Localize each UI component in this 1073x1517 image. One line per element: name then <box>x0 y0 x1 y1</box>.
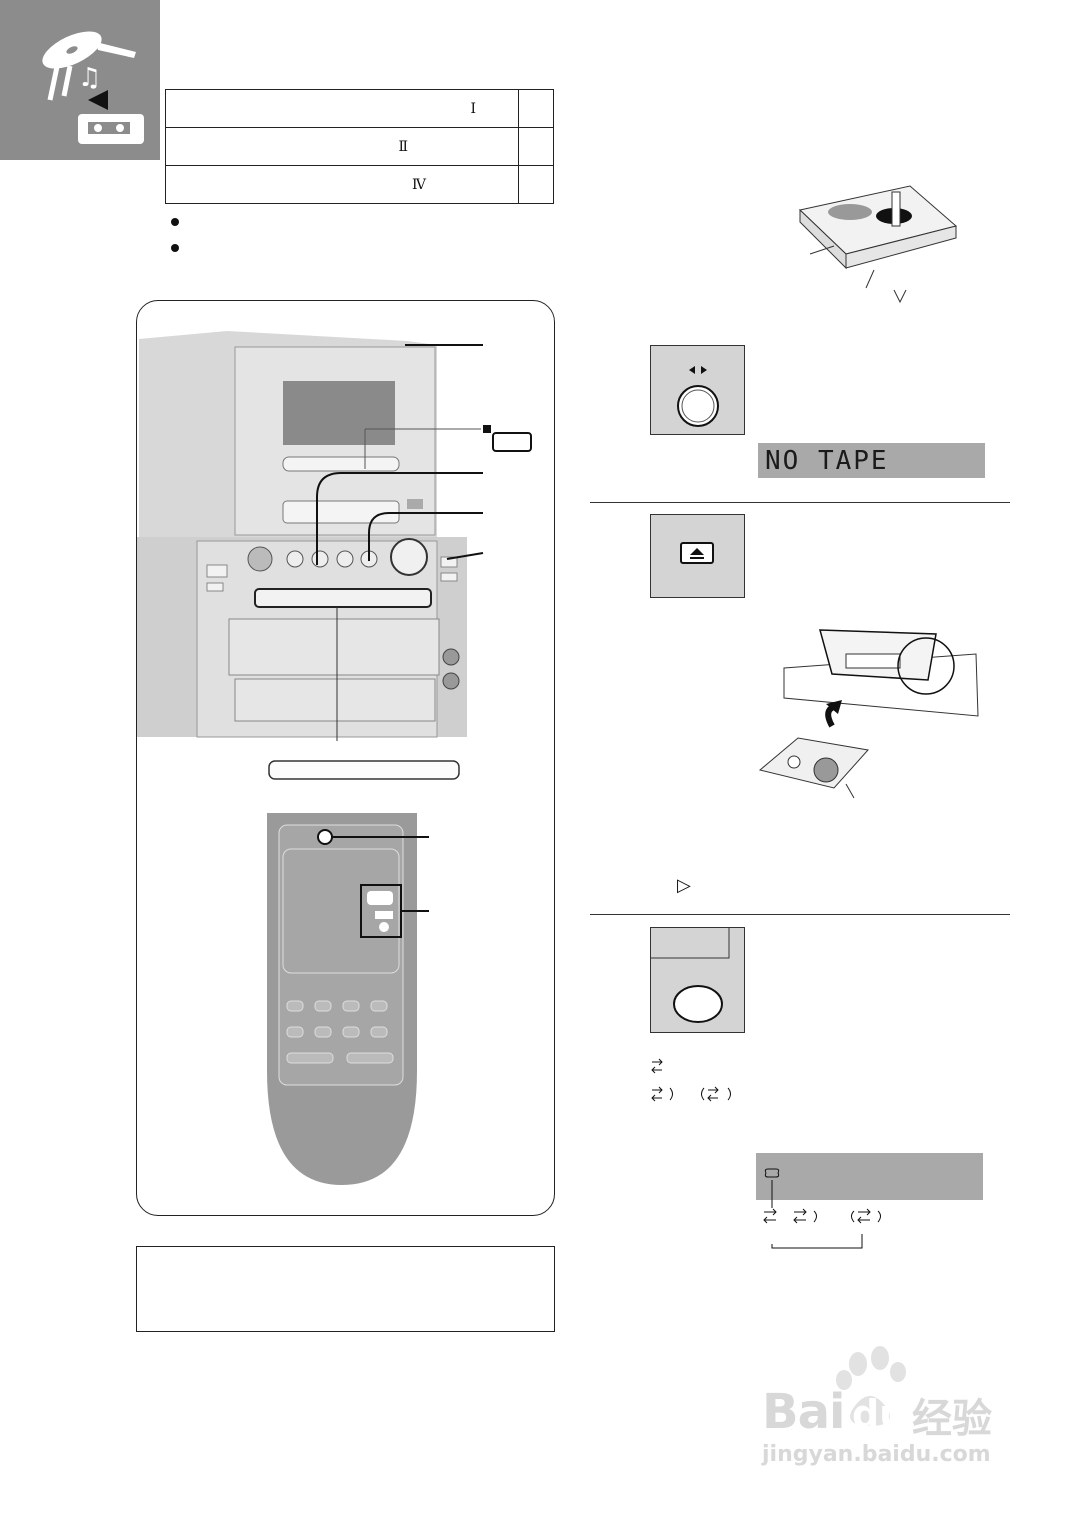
reverse-mode-icons <box>651 1058 731 1102</box>
baidu-paw-logo-icon <box>836 1346 906 1426</box>
display-reverse-mode <box>756 1153 983 1200</box>
reverse-mode-indicator-icon <box>764 1168 780 1178</box>
note-box <box>136 1246 555 1332</box>
watermark-brand: Bai <box>762 1384 845 1440</box>
table-row: Ⅳ <box>165 165 554 204</box>
bullet-point <box>171 218 179 226</box>
step-divider <box>590 502 1010 503</box>
tape-type-roman: Ⅰ <box>165 89 519 128</box>
section-corner-graphic: ♫ <box>0 0 160 160</box>
tape-type-cell <box>518 165 554 204</box>
baidu-jingyan-watermark: Bai du 经验 jingyan.baidu.com <box>760 1330 1010 1480</box>
play-button-box <box>650 345 745 435</box>
tape-type-cell <box>518 89 554 128</box>
unit-illustration-panel <box>136 300 555 1216</box>
tape-mode-button-box <box>650 927 745 1033</box>
tape-type-table: Ⅰ Ⅱ Ⅳ <box>165 89 554 204</box>
watermark-url: jingyan.baidu.com <box>762 1442 991 1467</box>
watermark-brand-du: du <box>852 1392 907 1436</box>
tape-mode-button-icon <box>651 928 730 1023</box>
step-divider <box>590 914 1010 915</box>
cassette-insert-illustration <box>758 629 979 799</box>
display-no-tape: NO TAPE <box>758 443 985 478</box>
tape-deck-icon: ♫ <box>42 31 144 144</box>
watermark-cn: 经验 <box>912 1396 992 1442</box>
table-row: Ⅰ <box>165 89 554 128</box>
tape-type-roman: Ⅱ <box>165 127 519 166</box>
display-text: NO TAPE <box>765 446 889 476</box>
bullet-point <box>171 244 179 252</box>
table-row: Ⅱ <box>165 127 554 166</box>
play-symbol: ▷ <box>677 875 691 896</box>
play-direction-icon <box>677 366 719 427</box>
eject-button-box <box>650 514 745 598</box>
cassette-rewind-illustration <box>798 185 958 304</box>
reverse-mode-cycle-diagram <box>763 1180 881 1249</box>
tape-type-roman: Ⅳ <box>165 165 519 204</box>
svg-text:♫: ♫ <box>78 63 101 93</box>
tape-type-cell <box>518 127 554 166</box>
stereo-system-illustration <box>137 331 532 1185</box>
eject-icon <box>680 542 714 564</box>
